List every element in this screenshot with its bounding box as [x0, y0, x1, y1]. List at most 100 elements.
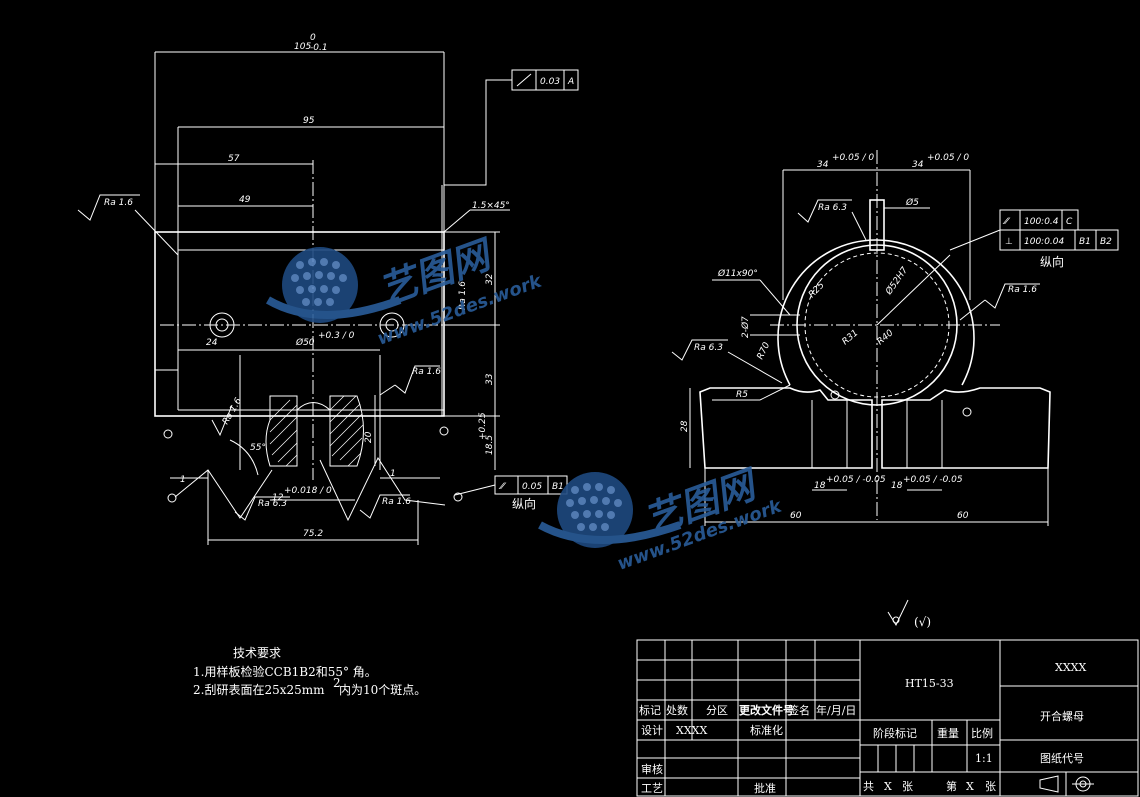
svg-text:工艺: 工艺	[641, 782, 663, 795]
svg-text:XXXX: XXXX	[676, 724, 707, 737]
dim-phi50: Ø50	[295, 337, 315, 348]
tol-parallel-frame: ⁄⁄ 100:0.4 C	[999, 209, 1079, 231]
svg-text:批准: 批准	[754, 781, 776, 795]
left-thread-profile	[174, 355, 446, 545]
dim-18b-tol: +0.05 / -0.05	[903, 475, 963, 485]
svg-text:100:0.04: 100:0.04	[1024, 237, 1065, 247]
dim-r31: R31	[841, 328, 861, 347]
svg-text:⁄⁄: ⁄⁄	[1002, 217, 1011, 227]
right-base	[699, 387, 873, 469]
svg-text:更改文件号: 更改文件号	[739, 703, 794, 717]
svg-text:X: X	[884, 780, 892, 793]
hole-spec: Ø11x90°	[717, 268, 758, 279]
svg-text:C: C	[1066, 217, 1073, 227]
left-section	[265, 395, 364, 467]
svg-text:⊥: ⊥	[1005, 237, 1013, 247]
dim-95: 95	[303, 116, 315, 126]
ra-symbol-top: Ra 1.6	[77, 194, 179, 256]
tech-item-2: 2.刮研表面在25x25mm	[193, 683, 325, 697]
ra-symbol-63: Ra 6.3	[234, 496, 290, 521]
right-ra16: Ra 1.6	[959, 283, 1040, 321]
svg-text:B1: B1	[1079, 237, 1091, 247]
svg-text:第: 第	[946, 779, 957, 793]
tol-perp-frame: ⊥ 100:0.04 B1 B2	[999, 229, 1119, 251]
dim-24: 24	[206, 338, 218, 348]
watermark-1: 艺图网 www.52des.work	[266, 231, 545, 350]
dim-18b: 18	[891, 481, 903, 491]
tol-note-right: 纵向	[1040, 254, 1064, 269]
dim-phi52: Ø52H7	[883, 265, 911, 298]
dim-105: 105	[294, 42, 311, 52]
dim-r40: R40	[876, 328, 896, 347]
company-name: XXXX	[1055, 661, 1086, 674]
ra-symbol-thread-right: Ra 1.6	[359, 494, 411, 519]
watermark-globe-icon	[266, 247, 402, 323]
right-ra63-top: Ra 6.3	[797, 199, 867, 241]
dim-105-tol-bot: -0.1	[310, 43, 328, 53]
dim-34b: 34	[912, 160, 924, 170]
tech-requirements: 技术要求 1.用样板检验CCB1B2和55° 角。 2.刮研表面在25x25mm…	[193, 646, 426, 697]
dim-12-tol: +0.018 / 0	[284, 486, 332, 496]
dim-33: 33	[485, 373, 495, 385]
svg-text:Ra 6.3: Ra 6.3	[258, 499, 287, 509]
dim-60a: 60	[790, 511, 802, 521]
drawing-no-label: 图纸代号	[1040, 752, 1084, 765]
drawing-code: HT15-33	[905, 677, 954, 690]
ra-symbol-mid: Ra 1.6	[379, 365, 441, 396]
angle-55: 55°	[250, 443, 266, 453]
dim-49: 49	[239, 195, 251, 205]
svg-text:年/月/日: 年/月/日	[816, 703, 856, 717]
svg-text:审核: 审核	[641, 762, 663, 776]
dim-phi5: Ø5	[905, 197, 919, 208]
svg-text:签名: 签名	[788, 703, 810, 717]
svg-text:Ra 1.6: Ra 1.6	[104, 198, 133, 208]
svg-text:分区: 分区	[706, 704, 728, 717]
svg-text:共: 共	[863, 780, 874, 793]
dim-18a: 18	[814, 481, 826, 491]
dim-18a-tol: +0.05 / -0.05	[826, 475, 886, 485]
svg-text:Ra 1.6: Ra 1.6	[412, 367, 441, 377]
svg-text:处数: 处数	[666, 704, 688, 717]
svg-text:B1: B1	[552, 482, 564, 492]
left-hole-2	[379, 312, 405, 338]
svg-text:比例: 比例	[971, 726, 993, 740]
dim-r70: R70	[756, 341, 773, 362]
tol-runout-ref: A	[567, 77, 574, 87]
dim-32: 32	[485, 273, 495, 285]
title-block: HT15-33 XXXX 开合螺母 图纸代号 标记 处数 分区 更改文件号 签名…	[636, 639, 1139, 797]
svg-text:Ra 1.6: Ra 1.6	[382, 497, 411, 507]
dim-60b: 60	[957, 511, 969, 521]
tech-item-2-tail: 内为10个斑点。	[339, 683, 426, 697]
dim-57: 57	[228, 154, 240, 164]
svg-text:标准化: 标准化	[750, 723, 783, 737]
svg-text:张: 张	[985, 780, 996, 793]
tol-runout-value: 0.03	[540, 77, 560, 87]
dim-2phi7: 2-Ø7	[740, 316, 751, 338]
dim-18-5: 18.5	[485, 435, 495, 455]
svg-text:⁄⁄: ⁄⁄	[498, 482, 507, 492]
dim-28: 28	[680, 420, 690, 432]
left-body-outline	[154, 231, 445, 417]
svg-text:0.05: 0.05	[522, 482, 542, 492]
tol-runout-frame: 0.03 A	[511, 69, 579, 91]
svg-text:标记: 标记	[639, 703, 661, 717]
dim-1: 1	[390, 469, 396, 479]
dim-phi50-tol: +0.3 / 0	[318, 331, 355, 341]
svg-text:Ra 1.6: Ra 1.6	[1008, 285, 1037, 295]
right-outer-arc	[777, 239, 975, 386]
left-dim-1: 1	[180, 475, 186, 485]
projection-symbol-icon	[1039, 775, 1094, 793]
dim-34a-tol: +0.05 / 0	[832, 153, 874, 163]
tol-flatness-frame: ⁄⁄ 0.05 B1 纵向	[454, 475, 568, 511]
dim-12: 12	[272, 493, 284, 503]
watermark-2: 艺图网 www.52des.work	[538, 461, 785, 575]
tech-title: 技术要求	[233, 646, 281, 660]
dim-r5: R5	[736, 390, 748, 400]
svg-text:X: X	[966, 780, 974, 793]
left-ra16-side: Ra 1.6	[458, 281, 468, 310]
svg-text:Ra 6.3: Ra 6.3	[818, 203, 847, 213]
dim-34b-tol: +0.05 / 0	[927, 153, 969, 163]
right-ra63-left: Ra 6.3	[671, 339, 783, 384]
svg-text:(√): (√)	[914, 615, 931, 629]
